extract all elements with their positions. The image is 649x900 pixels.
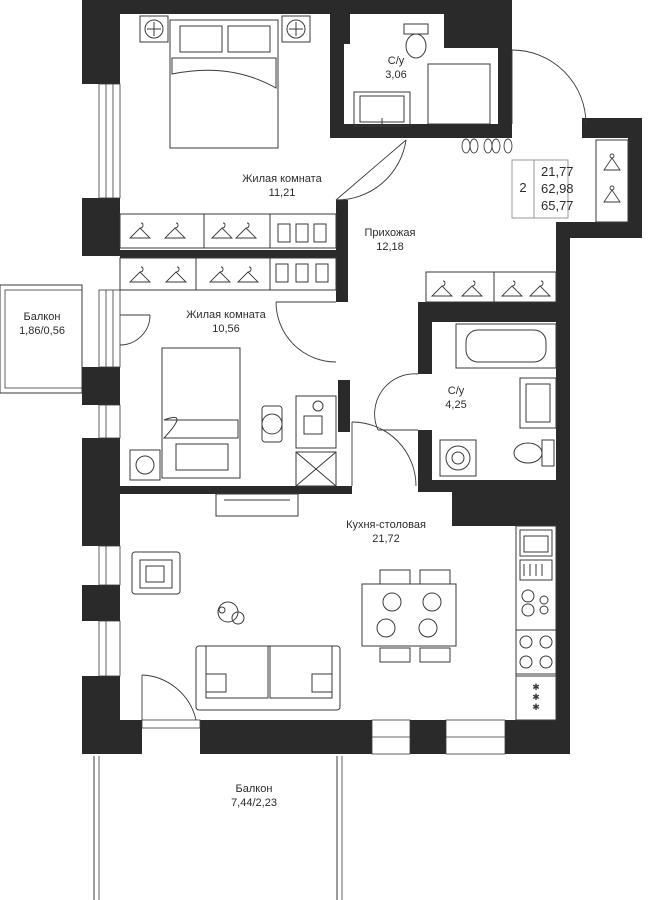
- shoes-icon: [461, 138, 513, 154]
- svg-text:✱: ✱: [532, 693, 540, 703]
- room-name-wc2: С/у: [448, 385, 465, 397]
- svg-text:✱: ✱: [532, 683, 540, 693]
- room-name-wc1: С/у: [388, 55, 405, 67]
- shower-icon: [427, 63, 491, 125]
- sofa-icon: [195, 645, 341, 711]
- room-area-balcony-small: 1,86/0,56: [19, 325, 65, 337]
- washing-machine-icon: [439, 439, 477, 477]
- wardrobe-upper: [119, 213, 337, 249]
- room-area-balcony-big: 7,44/2,23: [231, 797, 277, 809]
- total-area-with-balcony: 65,77: [541, 198, 574, 213]
- sink-icon-2: [519, 377, 557, 429]
- room-name-kitchen: Кухня-столовая: [346, 519, 426, 531]
- room-area-hallway: 12,18: [376, 241, 404, 253]
- bed-icon: [169, 19, 279, 149]
- room-area-bedroom1: 11,21: [269, 187, 296, 199]
- living-area: 21,77: [541, 164, 574, 179]
- room-area-bedroom2: 10,56: [212, 323, 240, 335]
- sink-icon: [353, 91, 411, 127]
- wardrobe-lower: [119, 257, 337, 291]
- hallway-wardrobe: [425, 271, 557, 303]
- toilet-icon: [403, 23, 429, 59]
- room-area-kitchen: 21,72: [372, 533, 400, 545]
- total-area: 62,98: [541, 181, 574, 196]
- nightstand-lamp-icon: [139, 15, 311, 43]
- entrance-wardrobe: [595, 139, 629, 223]
- oven-icon: ✱ ✱ ✱: [515, 675, 557, 721]
- svg-text:✱: ✱: [532, 703, 540, 713]
- single-bed-icon: [129, 347, 241, 481]
- balcony-small: [0, 284, 83, 394]
- bathtub-icon: [455, 323, 557, 369]
- room-name-balcony-small: Балкон: [24, 311, 61, 323]
- room-name-bedroom1: Жилая комната: [242, 173, 322, 185]
- coffee-table-icon: [217, 601, 245, 625]
- room-labels: Жилая комната 11,21 С/у 3,06 Прихожая 12…: [19, 55, 467, 809]
- room-area-wc2: 4,25: [445, 399, 466, 411]
- desk-icon: [261, 395, 337, 487]
- rooms-count: 2: [519, 180, 526, 195]
- armchair-icon: [131, 551, 181, 595]
- stove-icon: [515, 629, 557, 675]
- doors: [119, 49, 587, 721]
- toilet-icon-2: [513, 439, 555, 467]
- room-name-hallway: Прихожая: [365, 227, 416, 239]
- apartment-info: 2 21,77 62,98 65,77: [511, 159, 574, 219]
- windows: [98, 83, 506, 755]
- room-area-wc1: 3,06: [385, 69, 406, 81]
- room-name-balcony-big: Балкон: [236, 783, 273, 795]
- walls: [82, 0, 642, 754]
- dining-table-icon: [361, 569, 457, 663]
- balcony-big: [90, 754, 343, 900]
- tv-stand-icon: [215, 493, 299, 517]
- room-name-bedroom2: Жилая комната: [186, 309, 266, 321]
